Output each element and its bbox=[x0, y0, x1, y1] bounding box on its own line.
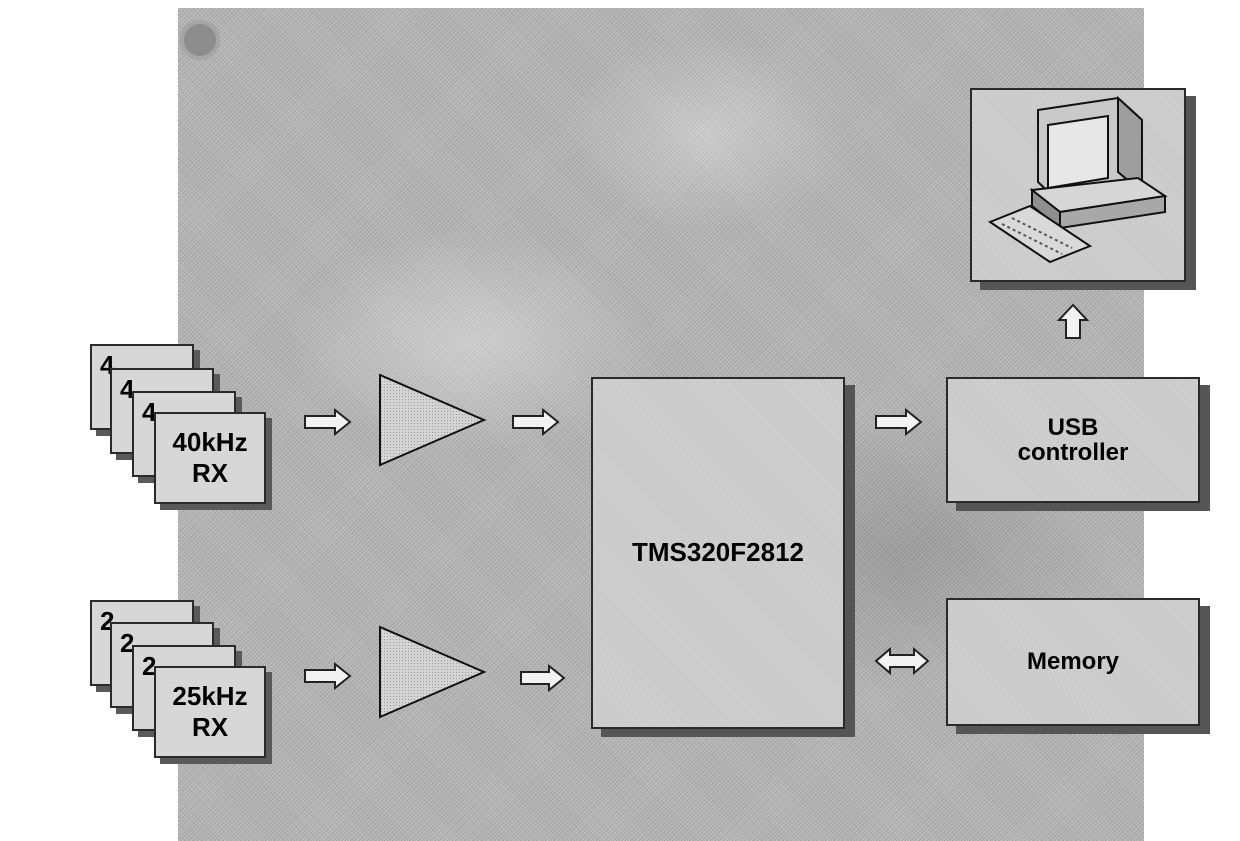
arrow-processor-to-usb-icon bbox=[876, 410, 921, 434]
amplifier-40khz-icon bbox=[380, 375, 484, 465]
bidirectional-arrow-memory-icon bbox=[876, 649, 928, 673]
arrow-amp25-to-processor-icon bbox=[521, 666, 564, 690]
amplifier-25khz-icon bbox=[380, 627, 484, 717]
arrow-rx25-to-amp-icon bbox=[305, 664, 350, 688]
arrow-usb-to-computer-icon bbox=[1059, 305, 1087, 338]
computer-icon bbox=[990, 98, 1165, 262]
arrow-amp40-to-processor-icon bbox=[513, 410, 558, 434]
arrow-rx40-to-amp-icon bbox=[305, 410, 350, 434]
